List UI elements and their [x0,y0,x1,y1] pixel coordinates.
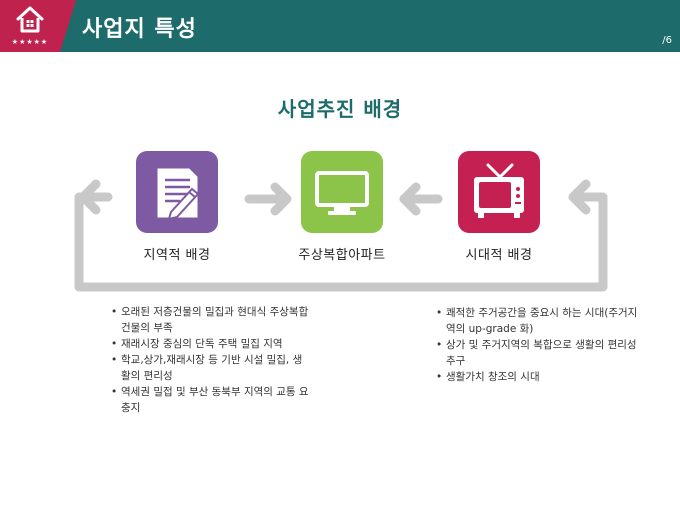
page-title: 사업지 특성 [82,17,197,42]
header-bar: ★★★★★ 사업지 특성 /6 [0,0,680,52]
section-title: 사업추진 배경 [277,97,403,121]
logo-corner [60,0,76,52]
list-item: 생활가치 창조의 시대 [436,369,646,385]
left-loop-arrowhead [78,179,101,215]
house-icon [16,6,44,33]
regional-background-tile [136,151,218,233]
logo: ★★★★★ [0,0,60,52]
right-loop-arrowhead [568,179,591,215]
era-background-list: 쾌적한 주거공간을 중요시 하는 시대(주거지역의 up-grade 화) 상가… [436,305,646,385]
list-item: 학교,상가,재래시장 등 기반 시설 밀집, 생활의 편리성 [111,352,311,384]
logo-stars: ★★★★★ [11,38,49,46]
arrow-right-to-center-head [399,182,421,216]
era-background-label: 시대적 배경 [465,248,533,263]
era-background-tile [458,151,540,233]
mixed-use-apartment-label: 주상복합아파트 [298,248,386,263]
list-item: 오래된 저층건물의 밀집과 현대식 주상복합건물의 부족 [111,304,311,336]
regional-background-list: 오래된 저층건물의 밀집과 현대식 주상복합건물의 부족 재래시장 중심의 단독… [111,304,311,416]
list-item: 재래시장 중심의 단독 주택 밀집 지역 [111,336,311,352]
television-icon [474,163,524,218]
list-item: 쾌적한 주거공간을 중요시 하는 시대(주거지역의 up-grade 화) [436,305,646,337]
mixed-use-apartment-tile [301,151,383,233]
arrow-left-to-center-head [270,182,292,216]
document-pencil-icon [157,168,200,221]
page-number: /6 [662,35,672,46]
regional-background-label: 지역적 배경 [143,248,211,263]
list-item: 역세권 밀접 및 부산 동북부 지역의 교통 요충지 [111,384,311,416]
monitor-icon [315,171,369,215]
list-item: 상가 및 주거지역의 복합으로 생활의 편리성 추구 [436,337,646,369]
